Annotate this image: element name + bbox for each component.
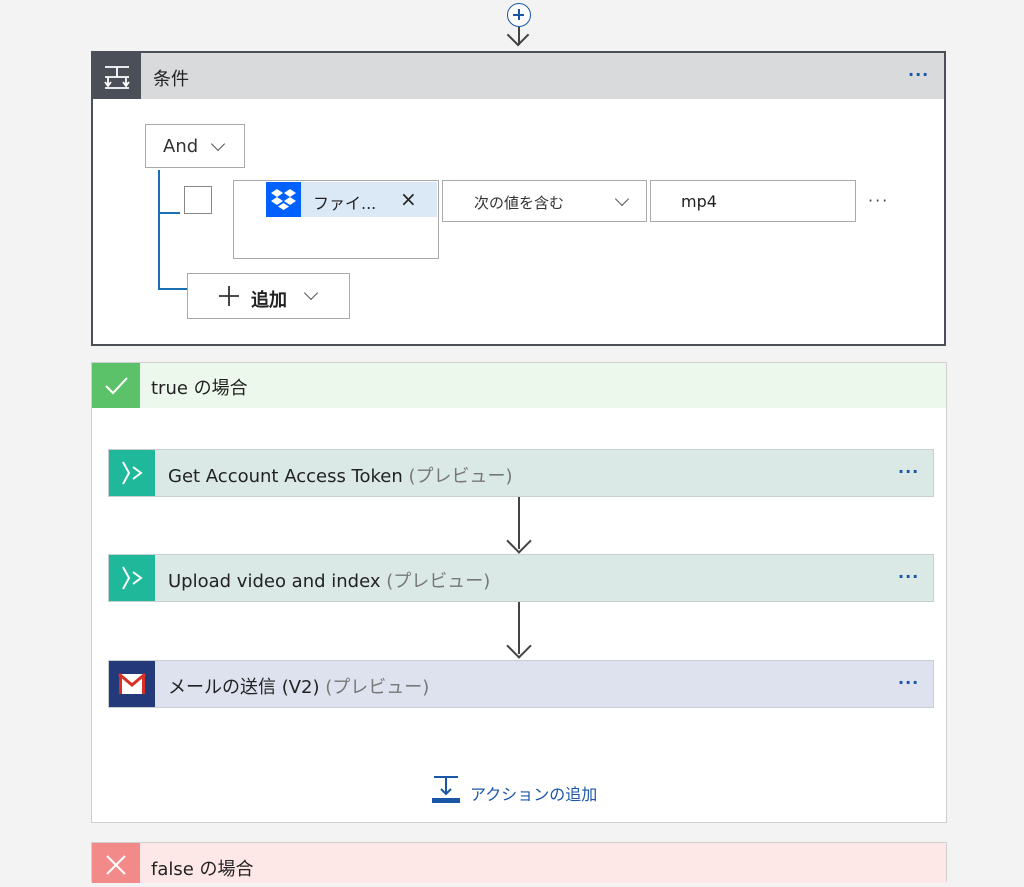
dynamic-content-token[interactable]: ファイ... × <box>266 182 437 217</box>
add-condition-button[interactable]: 追加 <box>187 273 350 319</box>
close-icon <box>92 843 140 883</box>
false-branch-card: false の場合 <box>91 842 947 883</box>
false-branch-title: false の場合 <box>151 859 254 880</box>
false-branch-header[interactable]: false の場合 <box>92 843 946 883</box>
logic-operator-label: And <box>163 136 199 157</box>
row-checkbox[interactable] <box>184 186 212 214</box>
value-input[interactable]: mp4 <box>650 180 856 222</box>
token-remove-icon[interactable]: × <box>400 187 417 211</box>
chevron-down-icon <box>303 285 319 301</box>
operator-label: 次の値を含む <box>474 194 565 212</box>
condition-card: 条件 ··· And ファイ... × <box>91 51 946 346</box>
action-menu-button[interactable]: ··· <box>898 462 920 481</box>
value-text: mp4 <box>681 192 717 211</box>
true-branch-title: true の場合 <box>151 378 248 399</box>
action-card-get-access-token[interactable]: Get Account Access Token (プレビュー) ··· <box>108 449 934 497</box>
condition-icon <box>93 53 141 99</box>
operator-dropdown[interactable]: 次の値を含む <box>442 180 647 222</box>
action-card-upload-video[interactable]: Upload video and index (プレビュー) ··· <box>108 554 934 602</box>
connector-arrow-icon <box>506 528 532 554</box>
logic-operator-dropdown[interactable]: And <box>145 124 245 168</box>
condition-header[interactable]: 条件 ··· <box>93 53 944 99</box>
video-indexer-icon <box>109 555 155 601</box>
tree-line <box>158 212 180 214</box>
gmail-icon <box>109 661 155 707</box>
action-name: Get Account Access Token <box>168 466 403 487</box>
true-branch-header[interactable]: true の場合 <box>92 363 946 408</box>
condition-title: 条件 <box>153 69 189 90</box>
action-card-send-email[interactable]: メールの送信 (V2) (プレビュー) ··· <box>108 660 934 708</box>
insert-step-plus-icon[interactable] <box>507 3 531 27</box>
action-menu-button[interactable]: ··· <box>898 673 920 692</box>
action-preview-suffix: (プレビュー) <box>325 677 430 698</box>
dropbox-icon <box>266 182 301 217</box>
add-condition-label: 追加 <box>251 290 287 311</box>
action-preview-suffix: (プレビュー) <box>386 571 491 592</box>
connector-arrow-icon <box>506 23 530 47</box>
token-label: ファイ... <box>313 194 377 213</box>
true-branch-card: true の場合 Get Account Access Token (プレビュー… <box>91 362 947 823</box>
action-menu-button[interactable]: ··· <box>898 567 920 586</box>
action-preview-suffix: (プレビュー) <box>408 466 513 487</box>
tree-line <box>158 288 188 290</box>
action-label: Get Account Access Token (プレビュー) <box>168 462 513 488</box>
chevron-down-icon <box>210 136 226 152</box>
add-action-link[interactable]: アクションの追加 <box>470 785 598 804</box>
action-name: メールの送信 (V2) <box>168 677 320 698</box>
chevron-down-icon <box>614 191 630 207</box>
connector-line <box>518 27 520 45</box>
left-operand-field[interactable]: ファイ... × <box>233 180 439 259</box>
action-name: Upload video and index <box>168 571 381 592</box>
add-action-icon[interactable] <box>432 774 460 804</box>
action-label: メールの送信 (V2) (プレビュー) <box>168 673 429 699</box>
connector-arrow-icon <box>506 633 532 659</box>
connector-line <box>518 602 520 654</box>
tree-line <box>158 170 160 290</box>
video-indexer-icon <box>109 450 155 496</box>
plus-icon <box>218 281 240 314</box>
checkmark-icon <box>92 363 140 408</box>
row-menu-button[interactable]: ··· <box>868 191 890 210</box>
action-label: Upload video and index (プレビュー) <box>168 567 490 593</box>
connector-line <box>518 497 520 549</box>
condition-menu-button[interactable]: ··· <box>908 65 930 84</box>
